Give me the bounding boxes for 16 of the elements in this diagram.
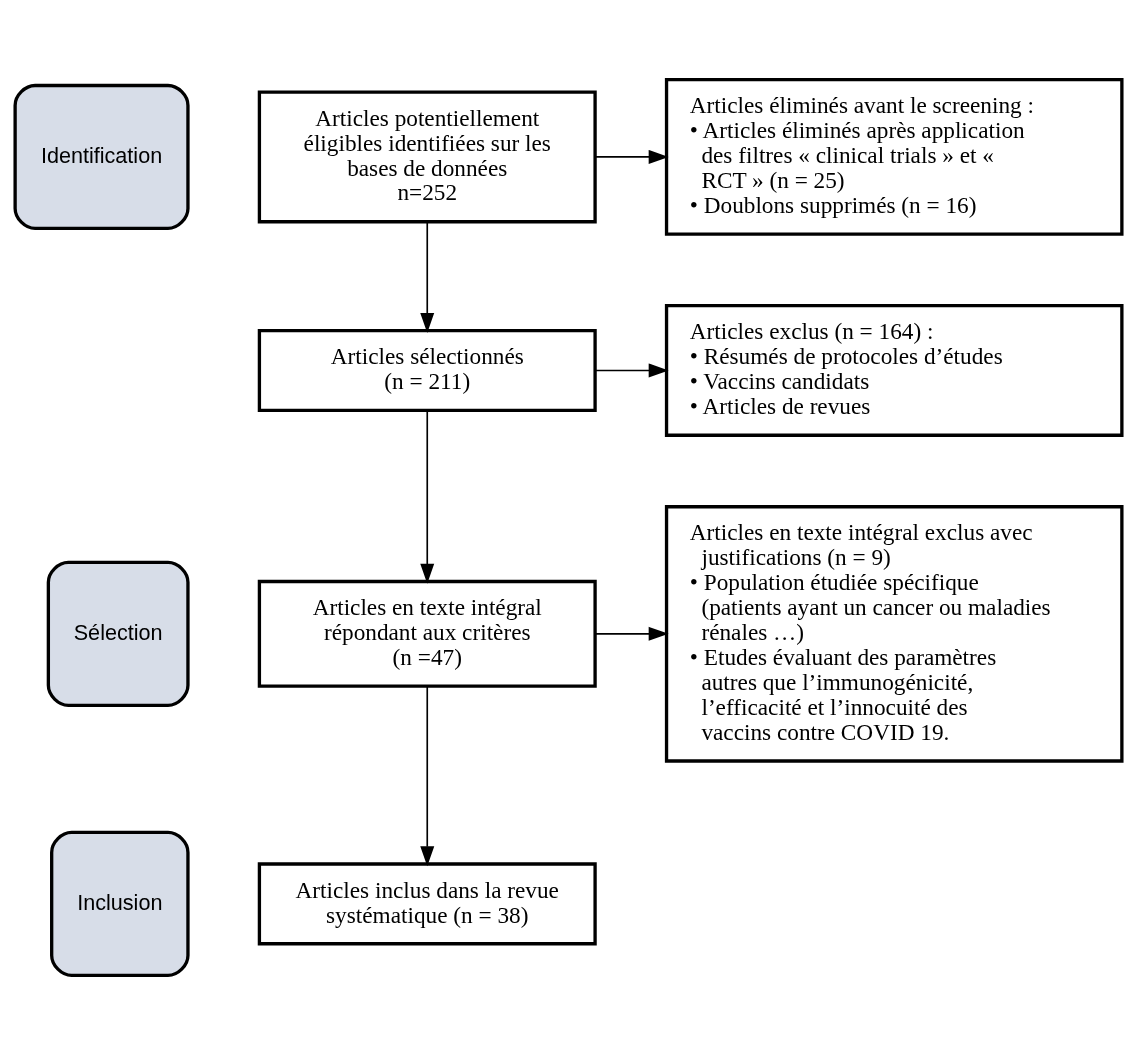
- node-box: Articles sélectionnés (n = 211): [257, 328, 597, 412]
- node-box: Articles en texte intégral exclus avec justifications (n = 9) • Population étudiée spécifique (patients ayant un cancer ou maladies rénales …) • Etudes évaluant des paramètres autres que l’immunogénicité, l’efficacité et l’innocuité des vaccins contre COVID 19.: [664, 504, 1124, 763]
- node-box: Articles éliminés avant le screening : • Articles éliminés après application des filtres « clinical trials » et « RCT » (n = 25) • Doublons supprimés (n = 16): [664, 77, 1124, 236]
- arrow: [594, 149, 669, 164]
- node-box: Articles inclus dans la revue systématique (n = 38): [257, 861, 597, 945]
- node-box: Articles potentiellement éligibles identifiées sur les bases de données n=252: [257, 89, 597, 223]
- node-box: Identification: [13, 83, 190, 230]
- node-box: Sélection: [46, 560, 190, 707]
- arrow: [420, 685, 435, 866]
- node-box: Articles exclus (n = 164) : • Résumés de protocoles d’études • Vaccins candidats • Articles de revues: [664, 303, 1124, 437]
- node-box: Articles en texte intégral répondant aux critères (n =47): [257, 579, 597, 688]
- node-box: Inclusion: [50, 830, 190, 977]
- arrow: [594, 626, 669, 641]
- arrow: [420, 220, 435, 333]
- arrow: [420, 409, 435, 584]
- arrow: [594, 362, 669, 377]
